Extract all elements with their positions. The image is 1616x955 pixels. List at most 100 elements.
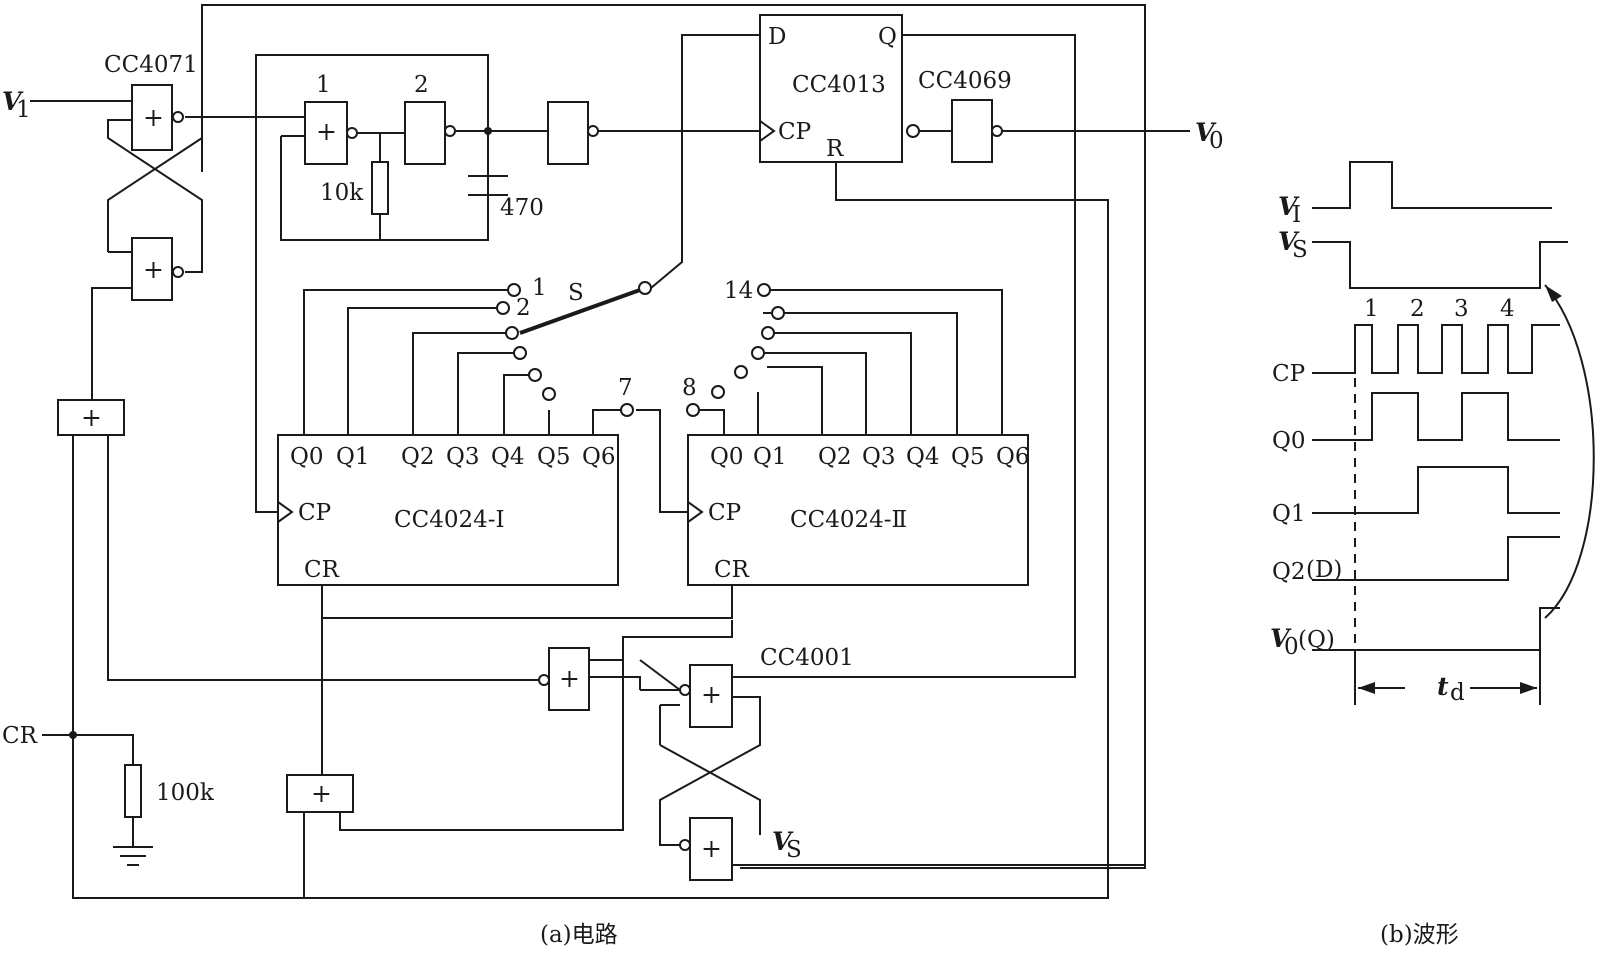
svg-text:0: 0	[1209, 128, 1224, 154]
nor-gate-a: +	[538, 647, 590, 711]
svg-text:1: 1	[316, 72, 331, 98]
svg-text:S: S	[786, 837, 802, 863]
svg-text:S: S	[568, 280, 584, 306]
svg-text:7: 7	[618, 375, 633, 401]
svg-text:I: I	[1292, 202, 1301, 228]
svg-text:+: +	[81, 403, 102, 432]
svg-text:Q1: Q1	[1272, 501, 1306, 527]
svg-text:+: +	[143, 255, 164, 284]
circuit-wires	[30, 4, 1190, 899]
svg-text:CP: CP	[298, 500, 331, 526]
svg-text:14: 14	[724, 278, 753, 304]
svg-text:CC4001: CC4001	[760, 645, 854, 671]
svg-text:470: 470	[500, 195, 544, 221]
svg-text:Q2: Q2	[1272, 559, 1306, 585]
gate-1: +	[304, 101, 358, 165]
svg-text:+: +	[143, 103, 164, 132]
counter2-output-1: Q1	[753, 444, 787, 470]
svg-text:+: +	[311, 779, 332, 808]
svg-text:V: V	[772, 827, 794, 856]
svg-text:CR: CR	[304, 557, 340, 583]
resistor-10k: 10k	[320, 161, 389, 215]
svg-text:(b)波形: (b)波形	[1380, 922, 1459, 948]
svg-text:+: +	[559, 664, 580, 693]
capacitor-470: 470	[468, 175, 544, 221]
svg-text:CC4013: CC4013	[792, 72, 886, 98]
svg-text:(Q): (Q)	[1298, 627, 1335, 653]
counter2-output-2: Q2	[818, 444, 852, 470]
or-gate-cr: +	[57, 399, 125, 436]
svg-text:R: R	[826, 136, 844, 162]
svg-text:+: +	[701, 680, 722, 709]
nor-gate-b: +	[679, 664, 733, 728]
counter2-output-3: Q3	[862, 444, 896, 470]
counter2-output-5: Q5	[951, 444, 985, 470]
pulse-number-3: 4	[1500, 296, 1515, 322]
svg-text:(a)电路: (a)电路	[540, 922, 618, 948]
svg-text:V: V	[1278, 192, 1300, 221]
gate-2	[404, 101, 456, 165]
switch-contacts	[496, 281, 785, 417]
svg-text:(D): (D)	[1306, 557, 1342, 583]
svg-text:Q0: Q0	[1272, 428, 1306, 454]
counter1-output-3: Q3	[446, 444, 480, 470]
circuit-labels: CC4071 CC4069 CC4001 1 2 V 1 V 0 CR V S …	[2, 52, 1224, 948]
pulse-number-labels: 1 2 3 4	[1364, 296, 1515, 322]
counter1-output-6: Q6	[582, 444, 616, 470]
svg-text:CP: CP	[708, 500, 741, 526]
svg-text:+: +	[701, 834, 722, 863]
svg-text:CR: CR	[714, 557, 750, 583]
svg-text:2: 2	[414, 72, 429, 98]
svg-text:1: 1	[16, 97, 31, 123]
resistor-100k: 100k	[124, 764, 215, 847]
counter2-output-4: Q4	[906, 444, 940, 470]
svg-text:0: 0	[1284, 634, 1299, 660]
inverter-gate	[951, 99, 1003, 163]
svg-text:Q: Q	[878, 24, 897, 50]
svg-text:8: 8	[682, 375, 697, 401]
svg-text:10k: 10k	[320, 180, 364, 206]
svg-text:d: d	[1450, 680, 1465, 706]
svg-text:V: V	[1195, 118, 1217, 147]
svg-text:CP: CP	[1272, 361, 1305, 387]
counter1-output-1: Q1	[336, 444, 370, 470]
svg-text:V: V	[2, 87, 24, 116]
or-gate-input: +	[131, 84, 184, 151]
counter1-output-0: Q0	[290, 444, 324, 470]
svg-text:CC4024-Ⅱ: CC4024-Ⅱ	[790, 507, 907, 533]
pulse-number-2: 3	[1454, 296, 1469, 322]
waveform-traces	[1312, 161, 1595, 705]
svg-text:D: D	[768, 24, 786, 50]
svg-text:CC4071: CC4071	[104, 52, 198, 78]
svg-text:CC4024-Ⅰ: CC4024-Ⅰ	[394, 507, 505, 533]
svg-text:1: 1	[532, 275, 547, 301]
ground-symbol	[113, 846, 153, 866]
or-gate-latch: +	[131, 237, 184, 301]
nor-gate-c: +	[679, 817, 733, 881]
svg-text:V: V	[1270, 624, 1292, 653]
svg-text:V: V	[1278, 227, 1300, 256]
counter1-output-4: Q4	[491, 444, 525, 470]
svg-text:100k: 100k	[156, 780, 215, 806]
counter-cc4024-1: CP CR CC4024-Ⅰ Q0 Q1 Q2 Q3 Q4 Q5 Q6	[277, 434, 619, 586]
pulse-number-0: 1	[1364, 296, 1379, 322]
flipflop-cc4013: D Q CP R CC4013	[759, 14, 920, 163]
counter2-output-6: Q6	[996, 444, 1030, 470]
counter1-output-2: Q2	[401, 444, 435, 470]
buffer-gate	[547, 101, 599, 165]
svg-text:2: 2	[516, 295, 531, 321]
svg-text:CP: CP	[778, 119, 811, 145]
or-gate-counter-cr: +	[286, 774, 354, 813]
waveform-panel: V I V S CP Q0 Q1 Q2 (D) V 0 (Q) 1 2 3 4 t d…	[1270, 161, 1595, 948]
svg-text:CR: CR	[2, 723, 38, 749]
pulse-number-1: 2	[1410, 296, 1425, 322]
junction-dots	[69, 127, 492, 739]
svg-text:t: t	[1437, 672, 1449, 701]
counter1-output-5: Q5	[537, 444, 571, 470]
svg-text:S: S	[1292, 237, 1308, 263]
counter1-output-labels: Q0 Q1 Q2 Q3 Q4 Q5 Q6	[290, 444, 616, 470]
